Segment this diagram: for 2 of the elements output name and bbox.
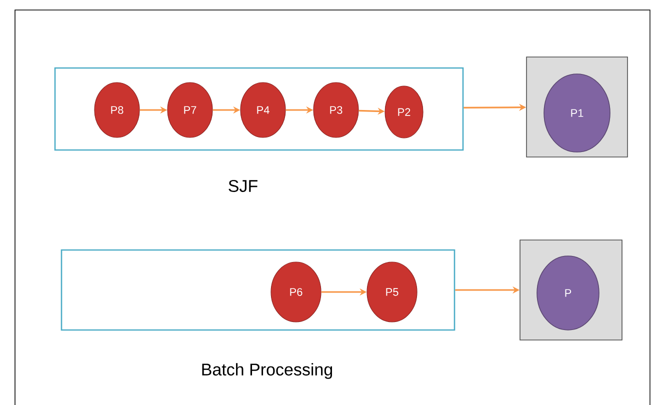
caption: Batch Processing <box>202 363 332 379</box>
caption: SJF <box>228 180 258 192</box>
